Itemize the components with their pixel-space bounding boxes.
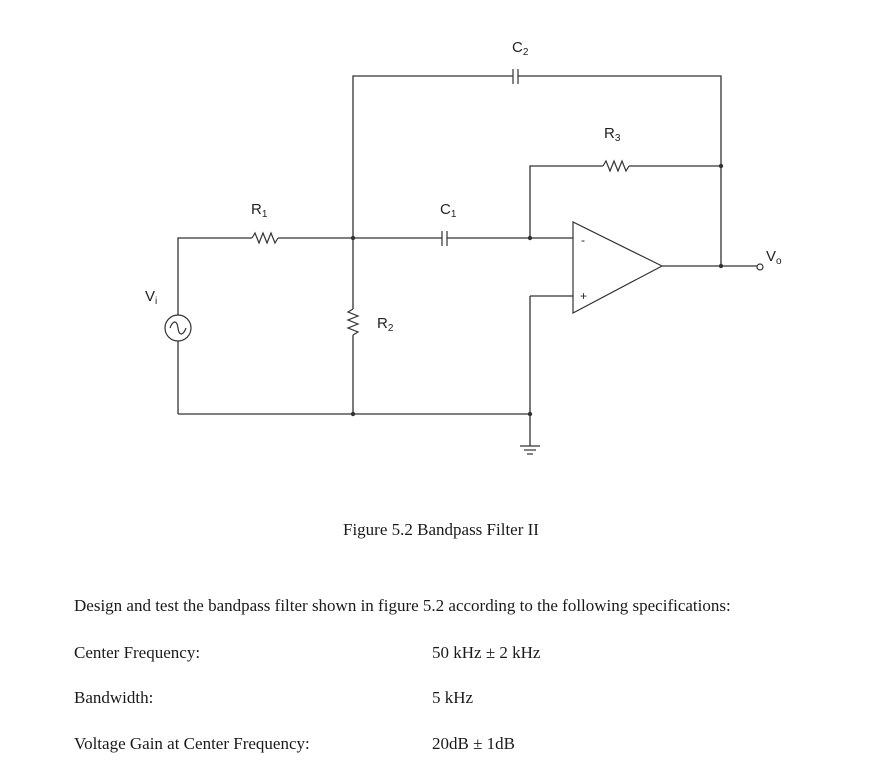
shunt-resistor-path (346, 238, 360, 414)
circuit-schematic: C2 R3 R1 C1 R2 Vi Vo - + (145, 39, 782, 455)
label-r3: R3 (604, 125, 621, 144)
output-terminal (756, 263, 764, 271)
intro-paragraph: Design and test the bandpass filter show… (74, 596, 731, 615)
output-path (662, 263, 764, 271)
feedback-capacitor-path (352, 69, 722, 266)
spec-value: 5 kHz (432, 688, 474, 707)
ground-rail (178, 295, 573, 455)
ground-symbol (520, 445, 540, 455)
input-path (177, 231, 573, 315)
resistor-r2-symbol (346, 308, 360, 336)
label-c1: C1 (440, 201, 457, 220)
spec-value: 50 kHz ± 2 kHz (432, 643, 541, 662)
label-noninverting-input: + (580, 289, 587, 303)
label-inverting-input: - (581, 233, 585, 247)
label-r2: R2 (377, 315, 394, 334)
spec-label: Center Frequency: (74, 643, 201, 662)
label-r1: R1 (251, 201, 268, 220)
spec-value: 20dB ± 1dB (432, 734, 516, 753)
feedback-resistor-path (529, 159, 724, 238)
label-vo: Vo (766, 248, 782, 267)
resistor-r1-symbol (251, 231, 279, 245)
label-vi: Vi (145, 288, 157, 307)
spec-label: Voltage Gain at Center Frequency: (74, 734, 310, 753)
spec-label: Bandwidth: (74, 688, 154, 707)
resistor-r3-symbol (602, 159, 630, 173)
ac-source-symbol (164, 314, 192, 414)
label-c2: C2 (512, 39, 529, 58)
figure-caption: Figure 5.2 Bandpass Filter II (343, 520, 539, 539)
op-amp-symbol (572, 221, 664, 314)
